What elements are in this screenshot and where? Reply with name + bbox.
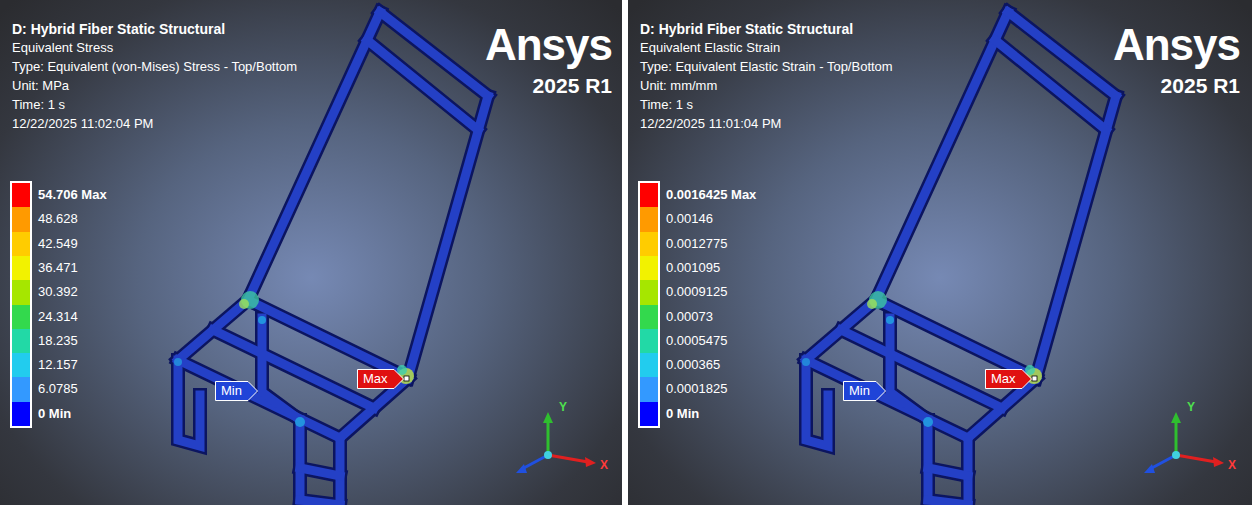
colorbar-swatch xyxy=(12,183,30,208)
probe-label: Max xyxy=(985,369,1016,389)
legend-value: 54.706 Max xyxy=(38,183,107,207)
legend-value: 0.00146 xyxy=(666,207,713,231)
result-info: Equivalent Elastic Strain xyxy=(640,41,780,56)
colorbar-swatch xyxy=(12,280,30,305)
colorbar-swatch xyxy=(12,329,30,354)
colorbar-swatch xyxy=(12,377,30,402)
colorbar-swatch xyxy=(640,256,658,281)
legend-value: 36.471 xyxy=(38,256,78,280)
brand-logo: Ansys xyxy=(485,20,612,71)
legend-value: 0.0012775 xyxy=(666,232,727,256)
probe-label: Min xyxy=(843,381,870,401)
axis-label: Y xyxy=(559,401,567,415)
legend-value: 18.235 xyxy=(38,329,78,353)
probe-flag: Max xyxy=(357,369,404,389)
legend-value: 0.0005475 xyxy=(666,329,727,353)
brand-logo: 2025 R1 xyxy=(533,74,612,98)
axis-label: X xyxy=(600,459,608,473)
colorbar-swatch xyxy=(12,256,30,281)
analysis-title: D: Hybrid Fiber Static Structural xyxy=(12,21,225,37)
colorbar-swatch xyxy=(640,402,658,427)
legend-value: 12.157 xyxy=(38,353,78,377)
analysis-title: D: Hybrid Fiber Static Structural xyxy=(640,21,853,37)
legend-value: 0.0009125 xyxy=(666,280,727,304)
colorbar-swatch xyxy=(640,353,658,378)
brand-logo: 2025 R1 xyxy=(1161,74,1240,98)
flag-outline xyxy=(216,382,258,401)
axis-label: Y xyxy=(1187,401,1195,415)
axis-label: X xyxy=(1228,459,1236,473)
colorbar-swatch xyxy=(640,232,658,257)
legend-value: 48.628 xyxy=(38,207,78,231)
colorbar-swatch xyxy=(12,402,30,427)
result-info: Unit: mm/mm xyxy=(640,79,717,94)
probe-flag: Min xyxy=(215,381,258,401)
legend-value: 6.0785 xyxy=(38,377,78,401)
probe-label: Min xyxy=(215,381,242,401)
probe-flag: Min xyxy=(843,381,886,401)
colorbar-swatch xyxy=(640,207,658,232)
flag-outline xyxy=(986,370,1032,389)
colorbar-swatch xyxy=(12,207,30,232)
legend-value: 0.001095 xyxy=(666,256,720,280)
colorbar-swatch xyxy=(640,305,658,330)
legend-value: 30.392 xyxy=(38,280,78,304)
colorbar-swatch xyxy=(640,329,658,354)
result-info: Unit: MPa xyxy=(12,79,69,94)
legend-value: 0.00073 xyxy=(666,305,713,329)
result-info: Type: Equivalent Elastic Strain - Top/Bo… xyxy=(640,60,893,75)
probe-flag: Max xyxy=(985,369,1032,389)
legend-value: 0.0016425 Max xyxy=(666,183,756,207)
legend-value: 24.314 xyxy=(38,305,78,329)
legend-value: 0 Min xyxy=(666,402,699,426)
colorbar-swatch xyxy=(12,232,30,257)
result-info: Time: 1 s xyxy=(640,98,693,113)
legend-value: 0 Min xyxy=(38,402,71,426)
flag-outline xyxy=(358,370,404,389)
colorbar-swatch xyxy=(640,183,658,208)
result-info: Equivalent Stress xyxy=(12,41,113,56)
result-info: Time: 1 s xyxy=(12,98,65,113)
colorbar-swatch xyxy=(12,305,30,330)
colorbar-swatch xyxy=(640,280,658,305)
brand-logo: Ansys xyxy=(1113,20,1240,71)
legend-value: 0.0001825 xyxy=(666,377,727,401)
probe-label: Max xyxy=(357,369,388,389)
legend-value: 42.549 xyxy=(38,232,78,256)
legend-value: 0.000365 xyxy=(666,353,720,377)
result-info: Type: Equivalent (von-Mises) Stress - To… xyxy=(12,60,297,75)
colorbar-swatch xyxy=(640,377,658,402)
result-info: 12/22/2025 11:02:04 PM xyxy=(12,117,153,132)
colorbar-swatch xyxy=(12,353,30,378)
result-info: 12/22/2025 11:01:04 PM xyxy=(640,117,781,132)
flag-outline xyxy=(844,382,886,401)
